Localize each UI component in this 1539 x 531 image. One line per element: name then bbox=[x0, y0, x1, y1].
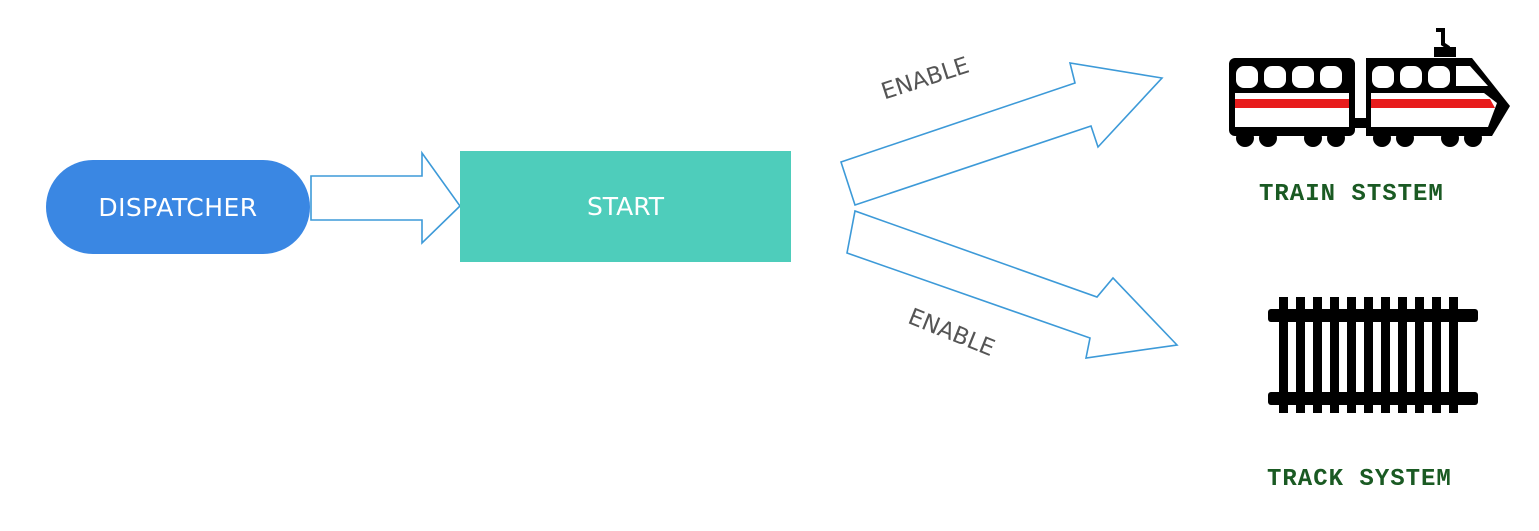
start-node: START bbox=[460, 151, 791, 262]
railway-track-icon bbox=[1268, 297, 1478, 413]
arrow-start-to-track bbox=[846, 209, 1179, 359]
train-icon bbox=[1229, 28, 1510, 147]
dispatcher-label: DISPATCHER bbox=[98, 192, 258, 222]
train-system-label: TRAIN STSTEM bbox=[1259, 181, 1444, 208]
arrow-start-to-train bbox=[839, 62, 1164, 207]
dispatcher-node: DISPATCHER bbox=[46, 160, 310, 254]
arrow-dispatcher-to-start bbox=[310, 150, 462, 245]
track-system-label: TRACK SYSTEM bbox=[1267, 466, 1452, 493]
start-label: START bbox=[586, 192, 665, 221]
